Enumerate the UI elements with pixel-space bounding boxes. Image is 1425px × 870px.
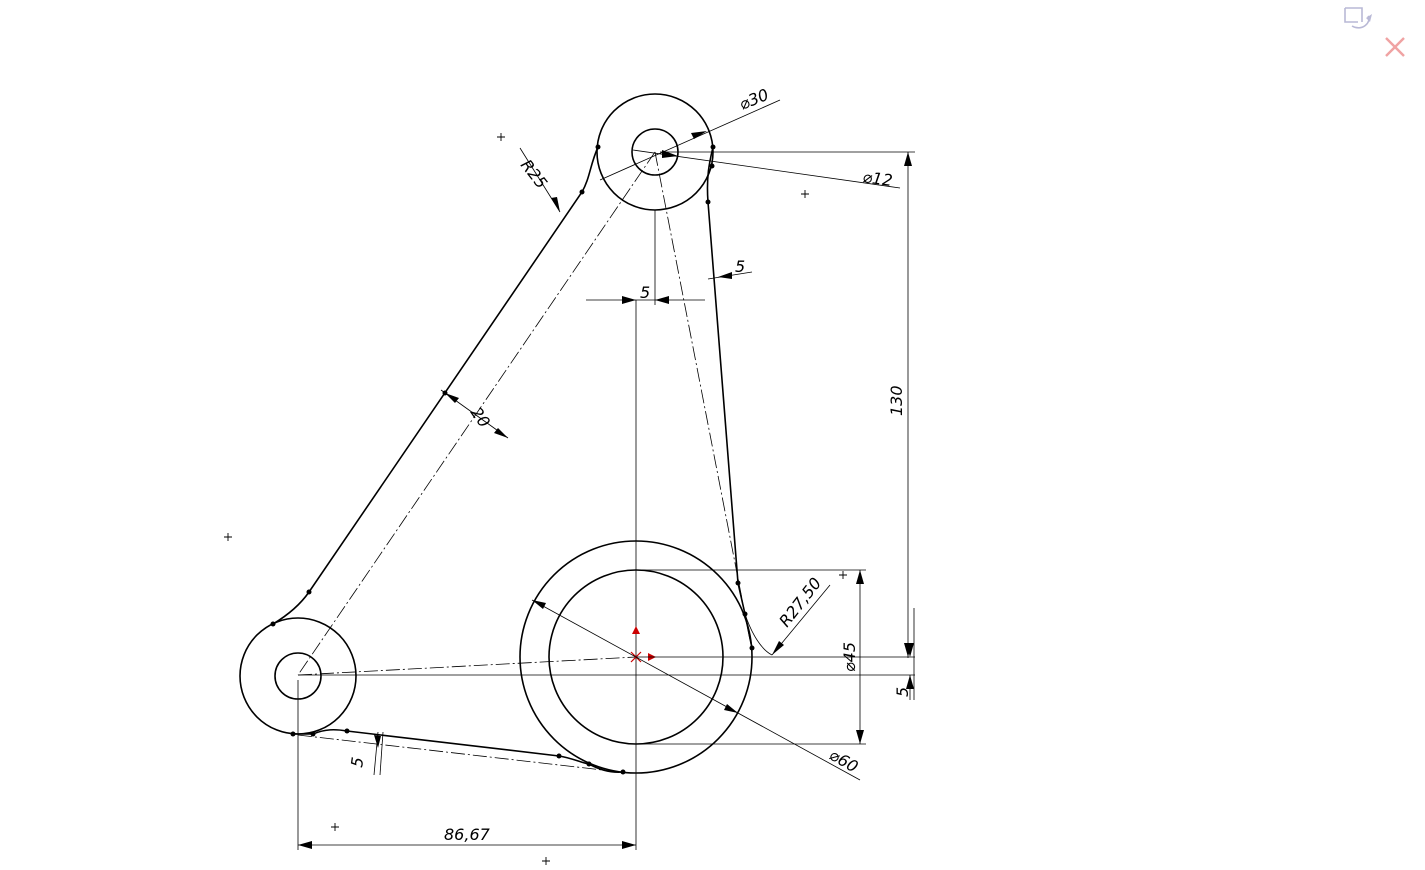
dim-radius-25-value: R25 bbox=[517, 156, 551, 193]
svg-text:⌀45: ⌀45 bbox=[840, 642, 859, 672]
dia-symbol-icon: ⌀ bbox=[840, 662, 859, 672]
dim-offset-left-value: 5 bbox=[640, 283, 650, 302]
dim-radius-25[interactable]: R25 bbox=[517, 147, 561, 213]
confirm-corner[interactable] bbox=[1344, 7, 1405, 57]
close-icon[interactable] bbox=[1385, 37, 1405, 57]
dim-dia-12[interactable]: ⌀12 bbox=[632, 149, 901, 190]
construction-markers bbox=[224, 133, 847, 865]
bottom-link[interactable] bbox=[293, 728, 624, 773]
dim-lower-link-value: 5 bbox=[347, 756, 367, 769]
dim-bottom-offset-value: 5 bbox=[893, 687, 912, 697]
dim-bottom-offset[interactable]: 5 bbox=[893, 643, 914, 700]
dim-dia-45-value: 45 bbox=[840, 642, 859, 662]
svg-text:⌀12: ⌀12 bbox=[861, 167, 893, 190]
dim-lower-link[interactable]: 5 bbox=[347, 731, 384, 776]
dim-fillet-radius[interactable]: R27,50 bbox=[771, 574, 831, 656]
dim-offset-left[interactable]: 5 bbox=[586, 210, 705, 305]
right-arm[interactable] bbox=[706, 146, 753, 649]
dim-height-130[interactable]: 130 bbox=[660, 151, 915, 700]
left-arm-outer[interactable] bbox=[272, 146, 599, 625]
dim-dia-45[interactable]: ⌀45 bbox=[636, 569, 915, 745]
dim-arm-width[interactable]: 20 bbox=[440, 389, 509, 439]
sketch-points bbox=[270, 144, 755, 775]
center-lines bbox=[297, 151, 915, 850]
dim-dia-12-value: 12 bbox=[871, 168, 894, 190]
dim-fillet-radius-value: R27,50 bbox=[775, 574, 825, 631]
dim-offset-right-value: 5 bbox=[735, 257, 745, 276]
dim-height-130-value: 130 bbox=[887, 385, 906, 416]
dim-offset-right[interactable]: 5 bbox=[707, 257, 753, 280]
confirm-corner-icon[interactable] bbox=[1344, 7, 1372, 29]
dim-dia-30[interactable]: ⌀30 bbox=[599, 85, 781, 181]
dim-arm-width-value: 20 bbox=[467, 403, 494, 431]
dim-horizontal-distance[interactable]: 86,67 bbox=[297, 680, 636, 850]
svg-text:⌀30: ⌀30 bbox=[736, 85, 771, 114]
dia-symbol-icon: ⌀ bbox=[861, 167, 874, 187]
dim-horizontal-distance-value: 86,67 bbox=[444, 825, 491, 844]
part-geometry[interactable] bbox=[239, 93, 773, 774]
svg-text:⌀60: ⌀60 bbox=[826, 745, 861, 776]
fillet-arc[interactable] bbox=[744, 613, 773, 656]
dim-dia-60[interactable]: ⌀60 bbox=[531, 599, 861, 781]
